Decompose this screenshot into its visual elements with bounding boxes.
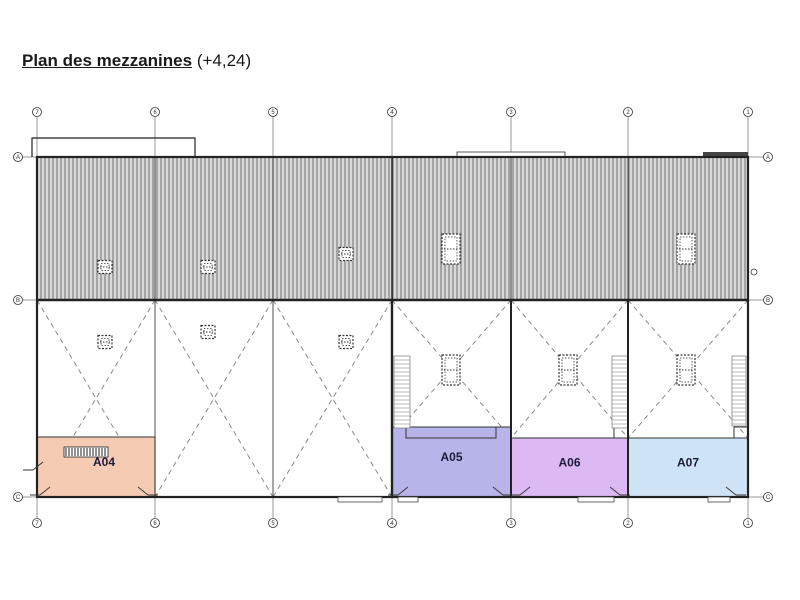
stairs <box>393 355 747 429</box>
stair-icon <box>731 355 747 427</box>
skylight-icon <box>441 354 461 386</box>
skylight-icon <box>200 324 216 340</box>
grid-bubble-icon: 1 <box>743 518 753 528</box>
plan-title-main: Plan des mezzanines <box>22 51 193 70</box>
skylight-icon <box>338 334 354 350</box>
skylight-icon <box>441 233 461 265</box>
unit-area-a07 <box>627 437 749 498</box>
door-icon <box>30 486 51 496</box>
door-icon <box>137 486 158 496</box>
plan-title-level: (+4,24) <box>196 51 252 70</box>
svg-text:C: C <box>766 495 771 501</box>
svg-text:B: B <box>766 298 770 304</box>
svg-text:4: 4 <box>390 110 394 116</box>
equipment-icon <box>63 446 109 458</box>
svg-text:6: 6 <box>153 521 157 527</box>
door-icon <box>510 486 531 496</box>
skylight-icon <box>558 354 578 386</box>
stair-icon <box>611 355 629 429</box>
grid-bubble-icon: A <box>13 152 23 162</box>
svg-text:5: 5 <box>271 521 275 527</box>
door-icon <box>609 486 630 496</box>
svg-text:7: 7 <box>35 110 39 116</box>
svg-text:3: 3 <box>509 521 513 527</box>
void-diagonal <box>154 299 274 498</box>
unit-wall <box>628 426 748 439</box>
svg-text:2: 2 <box>626 110 630 116</box>
grid-bubble-icon: 3 <box>506 107 516 117</box>
grid-bubble-icon: C <box>763 492 773 502</box>
svg-text:4: 4 <box>390 521 394 527</box>
grid-bubble-icon: 6 <box>150 107 160 117</box>
unit-label-a04: A04 <box>93 455 115 469</box>
grid-bubble-icon: 4 <box>387 107 397 117</box>
svg-text:A: A <box>16 155 20 161</box>
void-diagonal <box>154 299 274 498</box>
void-diagonal <box>272 299 393 498</box>
void-diagonal <box>272 299 393 498</box>
door-icon <box>23 461 44 471</box>
door-icon <box>707 496 731 503</box>
stair-icon <box>393 355 411 429</box>
svg-text:5: 5 <box>271 110 275 116</box>
building-notch <box>31 137 196 157</box>
svg-text:7: 7 <box>35 521 39 527</box>
svg-text:2: 2 <box>626 521 630 527</box>
grid-bubble-icon: 5 <box>268 107 278 117</box>
svg-text:B: B <box>16 298 20 304</box>
grid-bubble-icon: 1 <box>743 107 753 117</box>
unit-area-a05 <box>391 426 512 498</box>
grid-bubble-icon: A <box>763 152 773 162</box>
roof-top-edge-right <box>703 152 748 157</box>
svg-text:3: 3 <box>509 110 513 116</box>
door-icon <box>397 496 419 503</box>
svg-text:C: C <box>16 495 21 501</box>
drain-icon <box>750 268 758 276</box>
plan-title: Plan des mezzanines (+4,24) <box>22 51 251 71</box>
grid-lines <box>22 117 764 518</box>
grid-bubble-icon: B <box>763 295 773 305</box>
grid-bubble-icon: 7 <box>32 518 42 528</box>
grid-bubble-icon: 7 <box>32 107 42 117</box>
skylight-icon <box>676 354 696 386</box>
grid-bubble-icon: 3 <box>506 518 516 528</box>
skylight-icon <box>97 334 113 350</box>
door-icon <box>577 496 615 503</box>
grid-bubble-icon: B <box>13 295 23 305</box>
skylight-icon <box>97 259 113 275</box>
grid-bubble-icon: 5 <box>268 518 278 528</box>
unit-label-a07: A07 <box>677 456 699 470</box>
unit-area-a06 <box>510 437 629 498</box>
skylights <box>97 233 696 386</box>
skylight-icon <box>200 259 216 275</box>
door-icon <box>388 486 409 496</box>
doors <box>23 268 758 503</box>
skylight-icon <box>338 246 354 262</box>
grid-bubble-icon: 6 <box>150 518 160 528</box>
unit-label-a05: A05 <box>440 450 462 464</box>
unit-label-a06: A06 <box>558 456 580 470</box>
grid-bubble-icon: 2 <box>623 107 633 117</box>
svg-text:1: 1 <box>746 521 750 527</box>
skylight-icon <box>676 233 696 265</box>
grid-bubble-icon: 4 <box>387 518 397 528</box>
door-icon <box>725 486 746 496</box>
units: A04 A05 A06 A07 <box>36 426 749 498</box>
svg-text:6: 6 <box>153 110 157 116</box>
door-icon <box>337 496 383 503</box>
grid-bubble-icon: C <box>13 492 23 502</box>
grid-bubble-icon: 2 <box>623 518 633 528</box>
svg-text:1: 1 <box>746 110 750 116</box>
walls <box>35 155 750 499</box>
svg-text:A: A <box>766 155 770 161</box>
